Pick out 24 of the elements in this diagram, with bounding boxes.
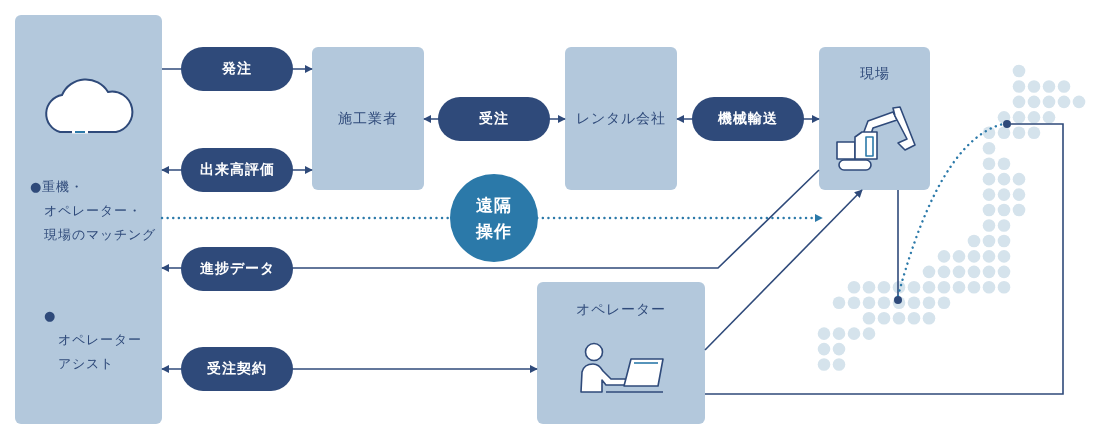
edge-label: 機械輸送	[692, 97, 804, 141]
process-box	[565, 47, 677, 190]
box-label: ●重機・オペレーター・現場のマッチング	[30, 178, 157, 244]
process-box	[537, 282, 705, 424]
box-label: 現場	[858, 65, 891, 83]
edge-label: 出来高評価	[181, 148, 293, 192]
process-box	[312, 47, 424, 190]
connector-line	[897, 189, 899, 297]
dotted-line	[896, 122, 1005, 298]
connector-line	[704, 123, 1064, 395]
box-label: 施工業者	[338, 109, 398, 128]
arrow	[704, 189, 863, 351]
edge-label: 進捗データ	[181, 247, 293, 291]
process-box	[819, 47, 930, 190]
box-label: レンタル会社	[576, 109, 666, 128]
edge-label: 発注	[181, 47, 293, 91]
map-point	[1003, 120, 1011, 128]
box-label: オペレーター	[575, 301, 667, 319]
edge-label: 受注	[438, 97, 550, 141]
circle-label: 遠隔操作	[450, 174, 538, 262]
edge-label: 受注契約	[181, 347, 293, 391]
box-label: ●オペレーターアシスト	[44, 307, 143, 373]
map-point	[894, 296, 902, 304]
process-box	[15, 15, 162, 424]
